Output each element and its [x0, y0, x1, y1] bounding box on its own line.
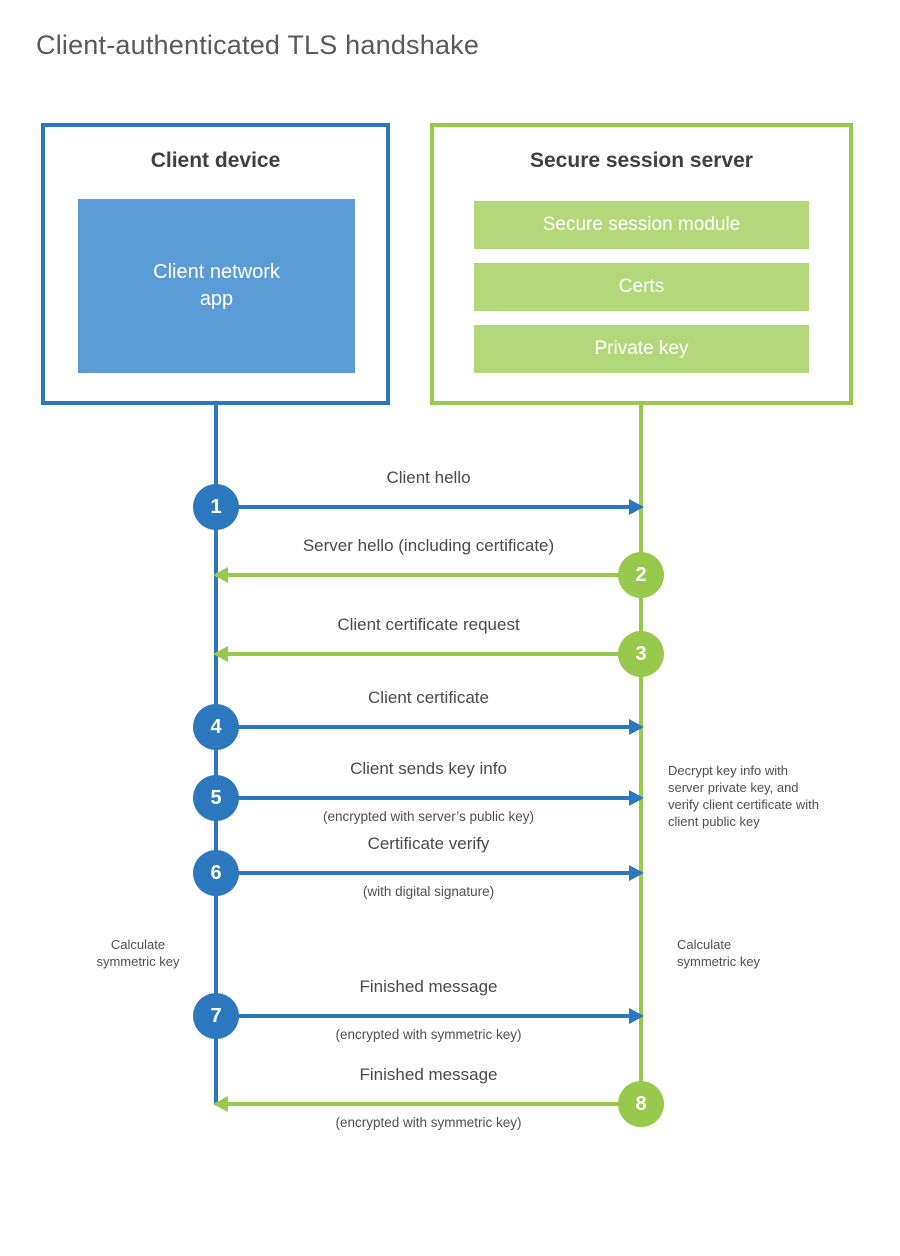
message-sublabel: (encrypted with server’s public key) — [322, 809, 535, 824]
arrowhead-right-icon — [629, 865, 644, 881]
message-label: Server hello (including certificate) — [302, 536, 555, 555]
step-number-badge: 7 — [193, 993, 239, 1039]
message-label: Certificate verify — [367, 834, 490, 853]
client-lifeline — [214, 405, 218, 1104]
step-number-badge: 1 — [193, 484, 239, 530]
step-number-badge: 4 — [193, 704, 239, 750]
message-sublabel: (encrypted with symmetric key) — [335, 1115, 522, 1130]
diagram-title: Client-authenticated TLS handshake — [36, 30, 480, 60]
message-label: Client certificate request — [337, 615, 520, 634]
server-module-bar-certs: Certs — [474, 263, 809, 311]
message-arrow-right — [216, 865, 644, 881]
server-lifeline — [639, 405, 643, 1106]
message-arrow-right — [216, 1008, 644, 1024]
message-label: Finished message — [359, 977, 498, 996]
step-number-badge: 8 — [618, 1081, 664, 1127]
server-module-bar-secure-session-module: Secure session module — [474, 201, 809, 249]
message-label: Client certificate — [368, 688, 489, 707]
note-calculate-symmetric-key-left: Calculate symmetric key — [96, 937, 180, 969]
note-decrypt-key-info: Decrypt key info with server private key… — [668, 763, 819, 829]
client-network-app-label-line2: app — [199, 288, 234, 310]
step-number-badge: 3 — [618, 631, 664, 677]
message-sublabel: (encrypted with symmetric key) — [335, 1027, 522, 1042]
arrowhead-right-icon — [629, 1008, 644, 1024]
server-module-bar-private-key: Private key — [474, 325, 809, 373]
message-arrow-right — [216, 719, 644, 735]
message-arrow-left — [213, 646, 641, 662]
message-arrow-left — [213, 567, 641, 583]
arrowhead-right-icon — [629, 719, 644, 735]
arrowhead-left-icon — [213, 1096, 228, 1112]
arrowhead-left-icon — [213, 646, 228, 662]
client-device-title: Client device — [150, 149, 281, 172]
message-label: Finished message — [359, 1065, 498, 1084]
secure-session-server-title: Secure session server — [530, 149, 753, 172]
message-sublabel: (with digital signature) — [362, 884, 495, 899]
message-arrow-left — [213, 1096, 641, 1112]
step-number-badge: 6 — [193, 850, 239, 896]
client-network-app-box: Client network app — [78, 199, 355, 373]
note-calculate-symmetric-key-right: Calculate symmetric key — [677, 937, 761, 969]
arrowhead-left-icon — [213, 567, 228, 583]
step-number-badge: 2 — [618, 552, 664, 598]
arrowhead-right-icon — [629, 499, 644, 515]
step-number-badge: 5 — [193, 775, 239, 821]
message-label: Client sends key info — [350, 759, 507, 778]
message-arrow-right — [216, 790, 644, 806]
secure-session-server-box: Secure session server Secure session mod… — [430, 123, 853, 405]
arrowhead-right-icon — [629, 790, 644, 806]
client-device-box: Client device Client network app — [41, 123, 390, 405]
message-arrow-right — [216, 499, 644, 515]
client-network-app-label-line1: Client network — [153, 261, 280, 283]
message-label: Client hello — [386, 468, 471, 487]
